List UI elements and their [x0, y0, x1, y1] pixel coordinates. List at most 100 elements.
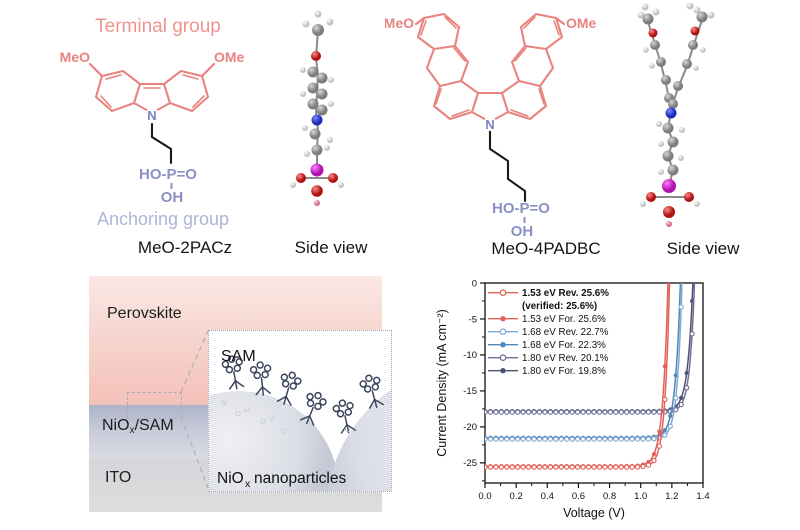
data-point-open — [618, 436, 624, 442]
meo2pacz-structure-drawing: MeO OMe N HO-P=O OH — [60, 49, 245, 206]
data-point-open — [585, 436, 592, 442]
data-point-open — [569, 436, 575, 442]
niox-label-sub: x — [129, 425, 135, 436]
data-point-open — [640, 463, 646, 470]
data-point-open — [493, 464, 499, 470]
nanoparticle-caption: NiO x nanoparticles — [217, 470, 346, 490]
data-point-open — [618, 409, 624, 415]
data-point-open — [662, 396, 668, 403]
data-point-open — [564, 436, 570, 442]
meo4padbc-name-label: MeO-4PADBC — [491, 239, 601, 258]
y-tick-label: -25 — [463, 458, 477, 469]
methoxy-right-label: OMe — [566, 15, 597, 31]
nitrogen-halo — [483, 117, 497, 131]
data-point-open — [487, 436, 494, 442]
data-point-open — [569, 409, 575, 415]
svg-text:O⁻H: O⁻H — [234, 406, 251, 419]
data-point-open — [515, 436, 521, 442]
data-point-open — [564, 409, 570, 415]
data-point-open — [580, 464, 586, 470]
y-tick-label: -5 — [469, 314, 477, 325]
terminal-group-label: Terminal group — [95, 16, 221, 37]
plot-area — [484, 282, 704, 484]
data-point-open — [613, 464, 619, 470]
x-tick-label: 1.2 — [665, 491, 678, 502]
y-tick-label: -15 — [463, 386, 477, 397]
data-point-open — [684, 385, 690, 391]
x-tick-label: 1.0 — [634, 491, 647, 502]
hydroxyl-label: OH — [161, 189, 184, 206]
data-point-open — [525, 436, 532, 442]
data-point-open — [542, 464, 548, 470]
phosphonic-acid-label: HO-P=O — [492, 200, 550, 217]
data-point-open — [525, 464, 532, 470]
data-point-open — [629, 464, 635, 470]
data-point-open — [558, 464, 564, 470]
data-point-filled — [673, 373, 678, 378]
side-view-left-label: Side view — [294, 238, 368, 257]
nanoparticle-right — [327, 389, 391, 491]
svg-text:NiO: NiO — [217, 470, 244, 487]
data-point-open — [640, 409, 646, 415]
data-point-open — [564, 464, 570, 470]
data-point-open — [504, 464, 510, 470]
data-point-open — [558, 409, 564, 415]
data-point-open — [634, 409, 641, 415]
svg-text:O⁻: O⁻ — [343, 424, 355, 435]
sam-inset-panel: N O⁻H O⁻H O⁻ O⁻ SAM NiO x nanoparticles — [208, 330, 392, 492]
svg-text:O⁻: O⁻ — [279, 424, 292, 436]
model-atoms — [637, 3, 715, 227]
carbazole-skeleton — [88, 62, 216, 115]
curves — [485, 283, 696, 470]
jv-curve — [485, 283, 671, 470]
data-point-open — [656, 443, 663, 449]
phosphonic-acid-label: HO-P=O — [139, 166, 197, 183]
data-point-filled — [679, 395, 684, 400]
legend-label: 1.53 eV Rev. 25.6% — [522, 288, 609, 299]
butyl-linker-bonds — [488, 129, 527, 203]
data-point-filled — [668, 413, 673, 419]
data-point-open — [525, 409, 532, 415]
niox-sam-label: NiOx/SAM — [102, 417, 174, 436]
data-point-open — [640, 436, 646, 442]
data-point-open — [645, 436, 652, 442]
meo4padbc-structure-drawing: MeO OMe N HO-P=O OH — [385, 12, 597, 240]
svg-text:O⁻H: O⁻H — [259, 414, 276, 427]
legend-item: 1.53 eV For. 25.6% — [488, 314, 606, 325]
x-tick-label: 1.4 — [696, 491, 709, 502]
data-point-open — [504, 436, 510, 442]
data-point-open — [531, 436, 537, 442]
surface-chemistry-notes: N O⁻H O⁻H O⁻ O⁻ — [221, 398, 355, 437]
data-point-open — [485, 464, 488, 470]
data-point-open — [634, 464, 641, 470]
meo2pacz-side-view-model — [290, 10, 344, 206]
data-point-open — [613, 409, 619, 415]
data-point-open — [602, 464, 608, 470]
y-tick-label: 0 — [472, 278, 477, 289]
data-point-open — [553, 409, 559, 415]
x-axis-title: Voltage (V) — [563, 506, 625, 520]
data-point-open — [580, 409, 586, 415]
data-point-open — [536, 464, 543, 470]
data-point-open — [651, 409, 657, 415]
nitrogen-label: N — [485, 117, 494, 132]
data-point-open — [667, 423, 673, 429]
zoom-region-rect — [127, 392, 182, 419]
data-point-open — [531, 464, 537, 470]
legend-item: 1.53 eV Rev. 25.6%(verified: 25.6%) — [488, 288, 609, 312]
x-tick-label: 0.4 — [541, 491, 554, 502]
data-point-open — [485, 409, 488, 415]
data-point-open — [645, 409, 652, 415]
data-point-open — [591, 464, 597, 470]
data-point-open — [629, 409, 635, 415]
data-point-open — [509, 436, 515, 442]
data-point-open — [520, 436, 526, 442]
legend-label: 1.53 eV For. 25.6% — [522, 314, 606, 325]
methoxy-left-label: MeO — [60, 49, 90, 65]
data-point-open — [542, 436, 548, 442]
data-point-open — [585, 464, 592, 470]
ito-label: ITO — [105, 469, 132, 486]
svg-text:nanoparticles: nanoparticles — [254, 470, 346, 487]
data-point-open — [485, 436, 488, 442]
